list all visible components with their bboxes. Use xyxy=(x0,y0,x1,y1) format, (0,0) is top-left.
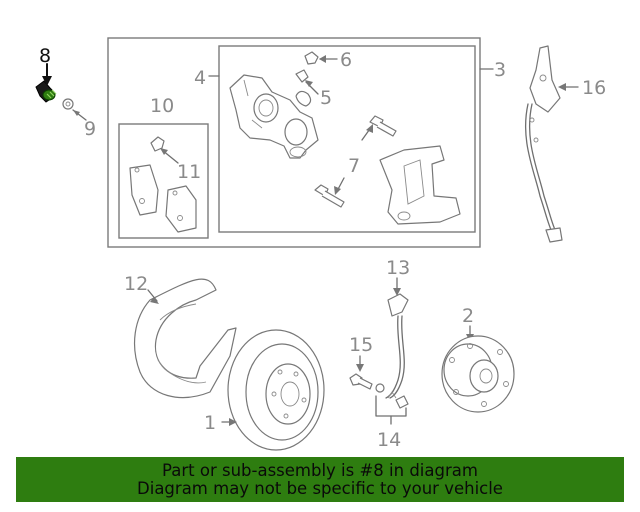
brake-pad-left xyxy=(129,164,159,216)
banner-line-2: Diagram may not be specific to your vehi… xyxy=(137,478,503,498)
info-banner: Part or sub-assembly is #8 in diagram Di… xyxy=(16,457,624,502)
caliper-bracket xyxy=(379,145,461,225)
callout-12[interactable]: 12 xyxy=(124,273,148,295)
callout-13[interactable]: 13 xyxy=(386,257,410,279)
wheel-hub-part-2 xyxy=(441,335,515,413)
assembly-box-4 xyxy=(218,45,476,233)
assembly-box-3 xyxy=(107,37,481,248)
callout-11[interactable]: 11 xyxy=(177,161,201,183)
callout-2[interactable]: 2 xyxy=(462,305,474,327)
dust-shield-part-12 xyxy=(133,278,237,399)
callout-14[interactable]: 14 xyxy=(377,429,401,451)
wheel-speed-sensor-part-16 xyxy=(524,45,563,243)
callout-5[interactable]: 5 xyxy=(320,87,332,109)
bolt-part-8[interactable] xyxy=(35,80,57,103)
assembly-box-10 xyxy=(118,123,209,239)
caliper-bolt-upper xyxy=(369,115,397,137)
banner-line-1: Part or sub-assembly is #8 in diagram xyxy=(162,460,478,480)
bolt-part-15 xyxy=(349,373,373,390)
washer-part-9 xyxy=(62,98,74,110)
callout-10[interactable]: 10 xyxy=(150,95,174,117)
callout-1[interactable]: 1 xyxy=(204,412,216,434)
callout-6[interactable]: 6 xyxy=(340,49,352,71)
pad-clip-part-11 xyxy=(150,136,165,152)
brake-rotor-part-1 xyxy=(227,329,325,451)
callout-8[interactable]: 8 xyxy=(39,45,51,67)
callout-16[interactable]: 16 xyxy=(582,77,606,99)
clips-part-14 xyxy=(375,383,409,409)
caliper-bolt-lower xyxy=(314,184,345,208)
brake-pad-right xyxy=(165,185,197,233)
caliper-part-4 xyxy=(229,74,319,159)
callout-4[interactable]: 4 xyxy=(194,67,206,89)
bleeder-part-6 xyxy=(304,51,319,65)
callout-15[interactable]: 15 xyxy=(349,334,373,356)
callout-7[interactable]: 7 xyxy=(348,155,360,177)
sensor-bracket-part-13 xyxy=(385,293,409,399)
guide-pin-part-5 xyxy=(295,69,312,107)
callout-9[interactable]: 9 xyxy=(84,118,96,140)
callout-3[interactable]: 3 xyxy=(494,59,506,81)
